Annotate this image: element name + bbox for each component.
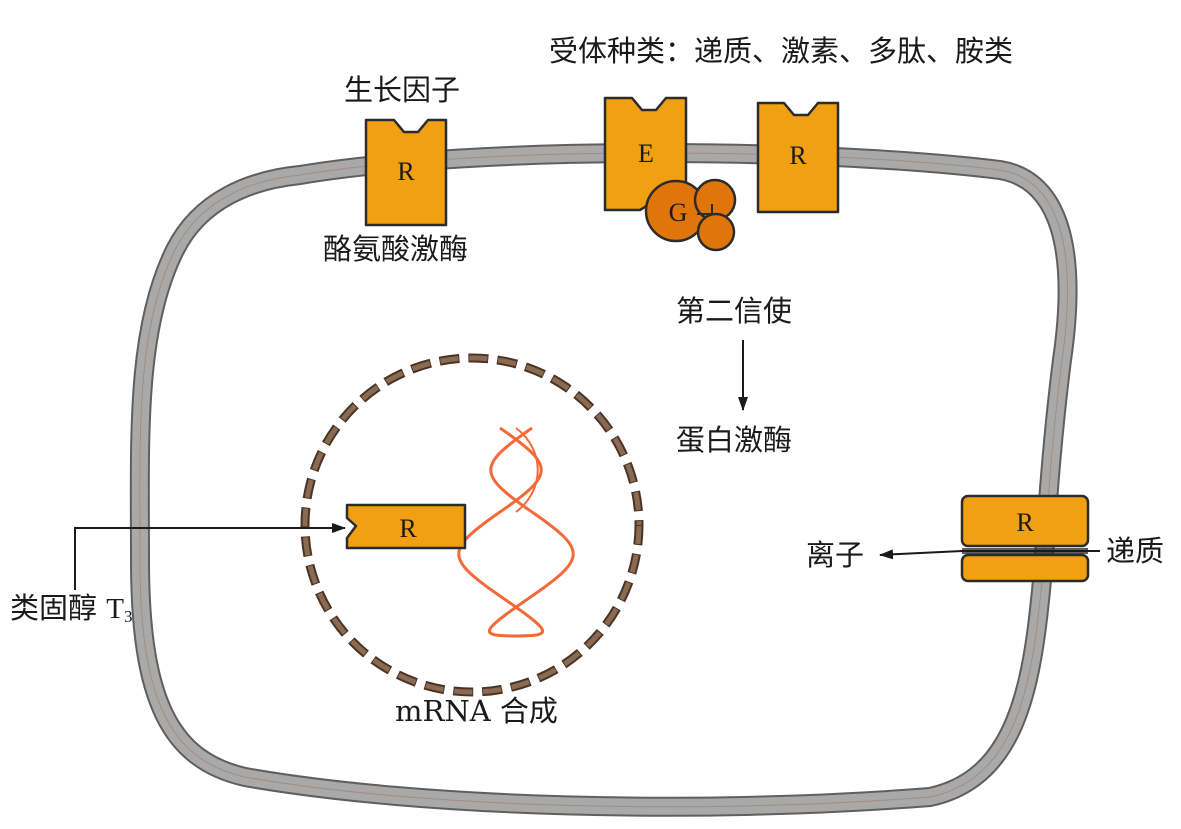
growth-factor-receptor: R	[364, 118, 448, 227]
mrna-synthesis-label: mRNA 合成	[395, 694, 558, 728]
nuclear-envelope	[300, 353, 644, 697]
ion-channel-receptor-letter: R	[1016, 508, 1034, 537]
growth-factor-receptor-letter: R	[397, 157, 415, 186]
g-protein-letter: G	[669, 198, 688, 227]
ion-flow-arrow	[879, 549, 1100, 560]
nuclear-receptor: R	[345, 503, 467, 550]
membrane-fill	[131, 144, 1076, 815]
nuclear-envelope-fill	[302, 355, 642, 695]
steroid-label: 类固醇	[10, 591, 98, 625]
ion-label: 离子	[806, 538, 865, 572]
gpcr-letter: R	[789, 141, 807, 170]
cell-membrane	[129, 142, 1078, 817]
tyrosine-kinase-label: 酪氨酸激酶	[323, 232, 469, 266]
steroid-arrow	[74, 523, 346, 590]
enzyme-letter: E	[638, 139, 654, 168]
protein-kinase-label: 蛋白激酶	[676, 423, 793, 457]
steroid-t3-label: 类固醇 T3	[10, 591, 133, 626]
g-protein-coupled-receptor: R	[756, 101, 840, 214]
growth-factor-label: 生长因子	[344, 73, 461, 107]
second-messenger-label: 第二信使	[676, 294, 793, 328]
t3-label: T3	[106, 593, 133, 626]
g-protein: G	[644, 178, 737, 252]
receptor-types-label: 受体种类：递质、激素、多肽、胺类	[549, 34, 1014, 68]
dna-double-helix	[457, 426, 575, 638]
transmitter-label: 递质	[1106, 534, 1165, 568]
nuclear-receptor-letter: R	[399, 514, 417, 543]
ion-channel-receptor: R	[960, 494, 1090, 583]
